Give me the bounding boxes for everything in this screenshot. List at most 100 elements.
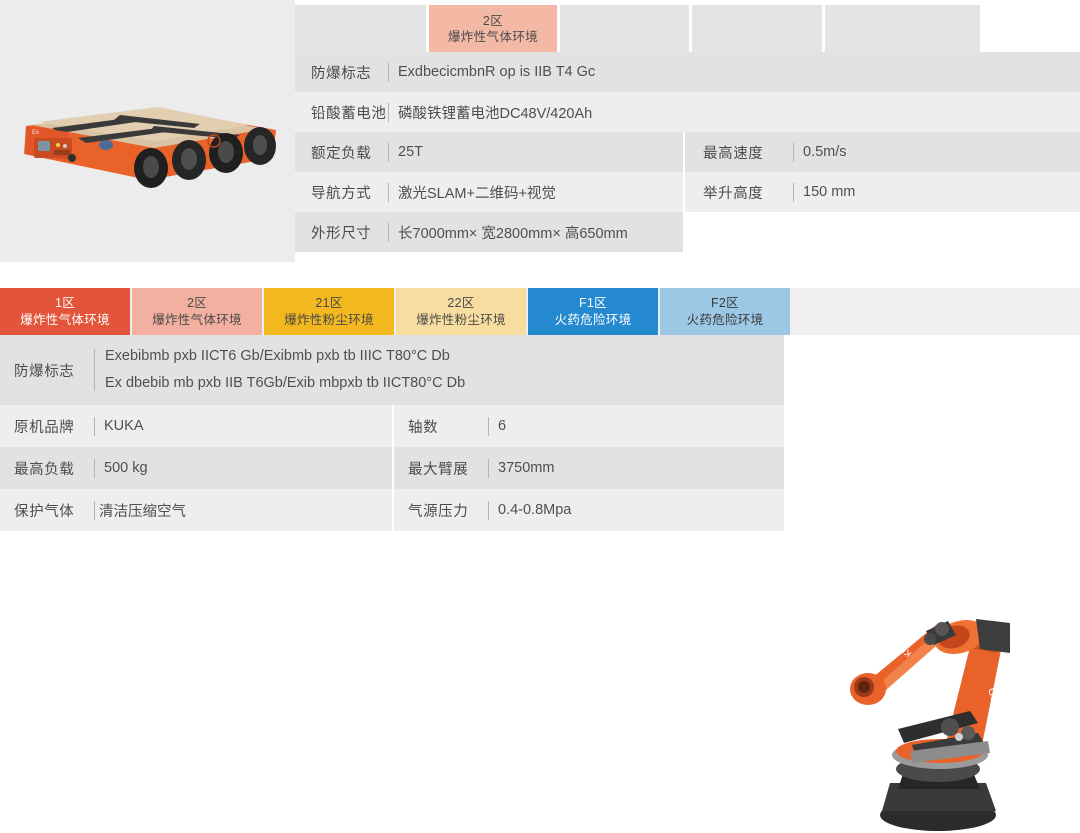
agv-platform-photo: Ex	[24, 107, 276, 188]
zone-tab-f1qu[interactable]: F1区 火药危险环境	[528, 288, 658, 335]
row-left-half: 最高负载 500 kg	[0, 447, 392, 489]
row-value: 0.5m/s	[793, 132, 1080, 172]
row-label: 外形尺寸	[311, 225, 372, 242]
row-label: 最大臂展	[408, 461, 469, 478]
agv-spec-table: 2区 爆炸性气体环境 防爆标志 ExdbecicmbnR op is IIB T…	[295, 0, 1080, 262]
row-value: ExdbecicmbnR op is IIB T4 Gc	[388, 52, 1080, 92]
row-right-half: 气源压力 0.4-0.8Mpa	[392, 489, 784, 531]
value-divider	[94, 349, 95, 391]
table-row: 原机品牌 KUKA 轴数 6	[0, 405, 1080, 447]
robot-arm-spec-section: 1区 爆炸性气体环境 2区 爆炸性气体环境 21区 爆炸性粉尘环境 22区 爆炸…	[0, 288, 1080, 831]
zone-tab-f1qu-env: 火药危险环境	[554, 312, 632, 327]
row-value: 长7000mm× 宽2800mm× 高650mm	[388, 212, 683, 252]
zone-tab-f2qu[interactable]: F2区 火药危险环境	[660, 288, 790, 335]
row-label: 铅酸蓄电池	[311, 105, 387, 122]
value-divider	[488, 500, 489, 520]
robot-zone-tab-row: 1区 爆炸性气体环境 2区 爆炸性气体环境 21区 爆炸性粉尘环境 22区 爆炸…	[0, 288, 1080, 335]
zone-tab-2qu-env: 爆炸性气体环境	[447, 29, 539, 44]
zone-tab-22qu-zone: 22区	[447, 296, 475, 311]
zone-tab-placeholder-4[interactable]	[692, 5, 822, 52]
row-left-half: 额定负载 25T	[295, 132, 683, 172]
agv-spec-section: Ex 2区 爆炸性气体环境	[0, 0, 1080, 262]
row-label: 保护气体	[14, 503, 75, 520]
row-value: 磷酸铁锂蓄电池DC48V/420Ah	[388, 92, 1080, 132]
row-left-half: 导航方式 激光SLAM+二维码+视觉	[295, 172, 683, 212]
zone-tab-1qu-env: 爆炸性气体环境	[20, 312, 110, 327]
zone-tab-2qu-zone: 2区	[482, 13, 504, 28]
row-tail	[784, 405, 1080, 447]
row-label: 额定负载	[311, 145, 372, 162]
zone-tab-22qu-env: 爆炸性粉尘环境	[416, 312, 506, 327]
row-label: 原机品牌	[14, 419, 75, 436]
zone-tab-1qu[interactable]: 1区 爆炸性气体环境	[0, 288, 130, 335]
value-divider	[793, 142, 794, 162]
table-row: 外形尺寸 长7000mm× 宽2800mm× 高650mm	[295, 212, 683, 252]
value-divider	[94, 416, 95, 436]
row-value: KUKA	[94, 405, 392, 447]
zone-tab-2qu-env: 爆炸性气体环境	[152, 312, 242, 327]
ex-marking-line-2: Ex dbebib mb pxb IIB T6Gb/Exib mbpxb tb …	[105, 375, 466, 391]
table-row: 防爆标志 Exebibmb pxb IICT6 Gb/Exibmb pxb tb…	[0, 335, 784, 405]
row-label: 防爆标志	[14, 363, 75, 380]
value-divider	[388, 102, 389, 122]
row-value: 0.4-0.8Mpa	[488, 489, 784, 531]
robot-arm-spec-table: 防爆标志 Exebibmb pxb IICT6 Gb/Exibmb pxb tb…	[0, 335, 1080, 531]
row-tail	[784, 489, 1080, 531]
row-value: 3750mm	[488, 447, 784, 489]
value-divider	[388, 62, 389, 82]
table-row: 铅酸蓄电池 磷酸铁锂蓄电池DC48V/420Ah	[295, 92, 1080, 132]
zone-tab-21qu[interactable]: 21区 爆炸性粉尘环境	[264, 288, 394, 335]
zone-tab-placeholder-3[interactable]	[560, 5, 689, 52]
value-divider	[793, 182, 794, 202]
ex-marking-line-1: Exebibmb pxb IICT6 Gb/Exibmb pxb tb IIIC…	[105, 348, 450, 365]
table-row: 最高负载 500 kg 最大臂展 3750mm	[0, 447, 1080, 489]
zone-tab-1qu-zone: 1区	[54, 296, 76, 311]
row-right-half: 最高速度 0.5m/s	[683, 132, 1080, 172]
zone-tab-placeholder-1[interactable]	[295, 5, 426, 52]
value-divider	[388, 222, 389, 242]
row-value: 6	[488, 405, 784, 447]
value-divider	[94, 458, 95, 478]
value-divider	[388, 182, 389, 202]
row-label: 最高负载	[14, 461, 75, 478]
row-value: 25T	[388, 132, 683, 172]
zone-tab-21qu-env: 爆炸性粉尘环境	[284, 312, 374, 327]
row-label: 气源压力	[408, 503, 469, 520]
row-value: 500 kg	[94, 447, 392, 489]
agv-photo-pane: Ex	[0, 0, 295, 262]
row-left-half: 原机品牌 KUKA	[0, 405, 392, 447]
row-label: 轴数	[408, 419, 439, 436]
zone-tab-21qu-zone: 21区	[315, 296, 343, 311]
table-row: 额定负载 25T 最高速度 0.5m/s	[295, 132, 1080, 172]
value-divider	[488, 416, 489, 436]
table-row: 导航方式 激光SLAM+二维码+视觉 举升高度 150 mm	[295, 172, 1080, 212]
table-row: 防爆标志 ExdbecicmbnR op is IIB T4 Gc	[295, 52, 1080, 92]
zone-tab-placeholder-5[interactable]	[825, 5, 980, 52]
row-value: 激光SLAM+二维码+视觉	[388, 172, 683, 212]
row-right-half: 举升高度 150 mm	[683, 172, 1080, 212]
value-divider	[388, 142, 389, 162]
value-divider	[94, 500, 95, 520]
row-value: Exebibmb pxb IICT6 Gb/Exibmb pxb tb IIIC…	[94, 335, 784, 405]
row-label: 防爆标志	[311, 65, 372, 82]
row-label: 导航方式	[311, 185, 372, 202]
zone-tab-2qu-zone: 2区	[186, 296, 208, 311]
row-tail	[784, 447, 1080, 489]
row-label: 最高速度	[703, 145, 764, 162]
svg-text:Ex: Ex	[32, 130, 39, 136]
row-right-half: 轴数 6	[392, 405, 784, 447]
zone-tab-f2qu-zone: F2区	[711, 296, 739, 311]
row-right-half: 最大臂展 3750mm	[392, 447, 784, 489]
table-row: 保护气体 清洁压缩空气 气源压力 0.4-0.8Mpa	[0, 489, 1080, 531]
value-divider	[488, 458, 489, 478]
zone-tab-2qu[interactable]: 2区 爆炸性气体环境	[429, 5, 557, 52]
zone-tab-2qu[interactable]: 2区 爆炸性气体环境	[132, 288, 262, 335]
zone-tab-22qu[interactable]: 22区 爆炸性粉尘环境	[396, 288, 526, 335]
row-value: 清洁压缩空气	[94, 489, 392, 531]
row-value: 150 mm	[793, 172, 1080, 212]
zone-tab-filler	[792, 288, 1080, 335]
row-label: 举升高度	[703, 185, 764, 202]
agv-zone-tab-row: 2区 爆炸性气体环境	[295, 0, 1080, 52]
row-left-half: 保护气体 清洁压缩空气	[0, 489, 392, 531]
zone-tab-f1qu-zone: F1区	[579, 296, 607, 311]
